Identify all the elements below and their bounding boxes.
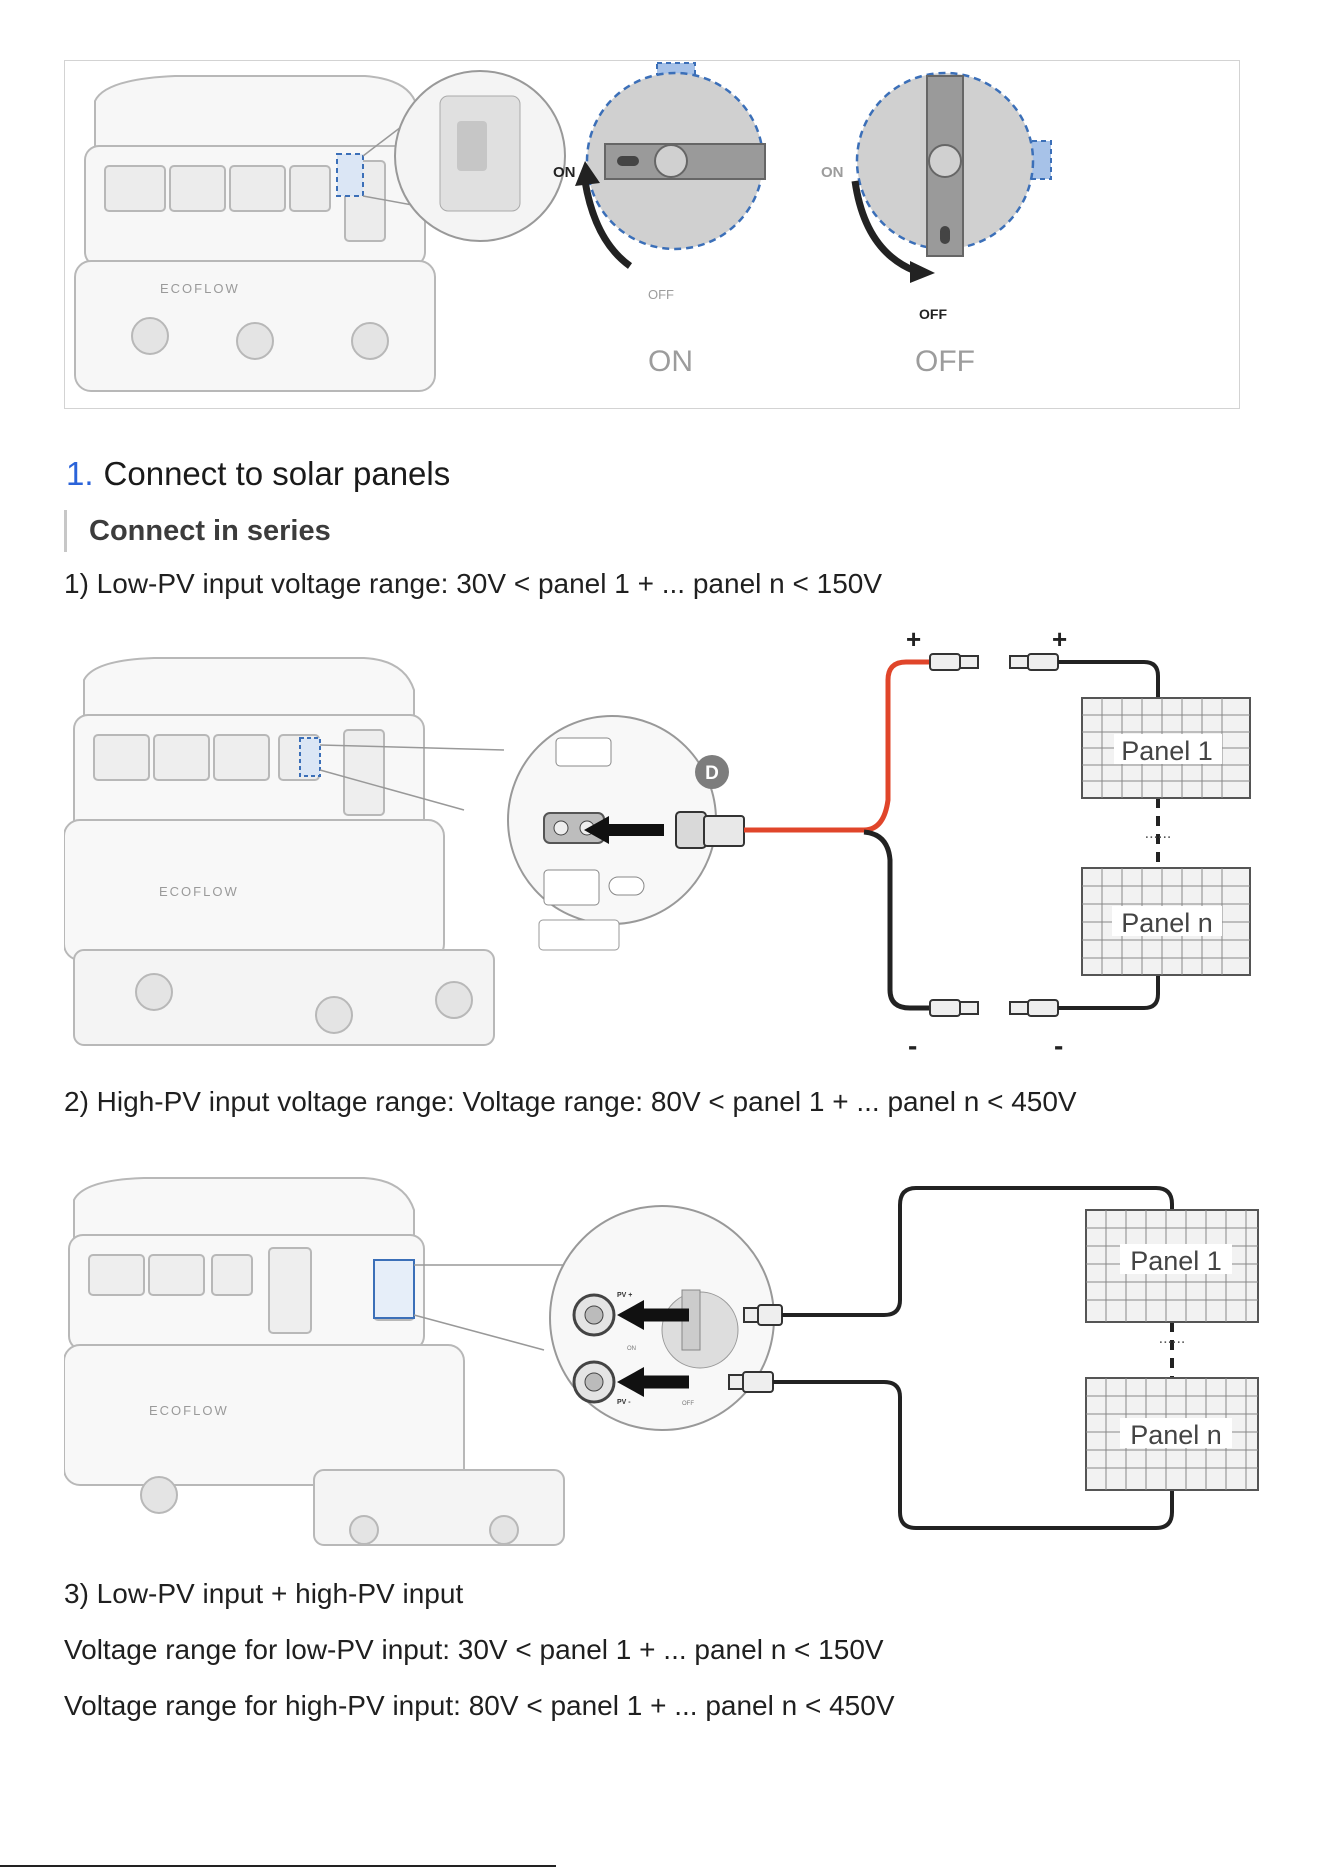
plus-right: + xyxy=(1052,624,1067,654)
mc4-connectors xyxy=(728,1304,783,1393)
step3-line2: Voltage range for high-PV input: 80V < p… xyxy=(64,1690,895,1721)
mc4-connector-bottom xyxy=(929,999,1059,1017)
dial-on-on-label: ON xyxy=(553,164,576,181)
solar-panel-n xyxy=(1081,867,1251,976)
step3-title: 3) Low-PV input + high-PV input xyxy=(64,1578,464,1609)
step2-diagram: ECOFLOW PV + PV - ON OFF xyxy=(64,1160,1264,1550)
panel-dots: ...... xyxy=(1159,1330,1186,1347)
pv-minus-label: PV - xyxy=(617,1399,631,1406)
power-station-device xyxy=(64,657,495,1046)
minus-right: - xyxy=(1054,1030,1063,1060)
footer-rule xyxy=(0,1865,556,1867)
dial-off-on-label: ON xyxy=(821,164,844,181)
high-pv-wiring-diagram: ECOFLOW PV + PV - ON OFF xyxy=(64,1177,1259,1546)
switch-illustration-box: ECOFLOW ON OFF ON xyxy=(64,60,1240,409)
step2-text: 2) High-PV input voltage range: Voltage … xyxy=(64,1086,1077,1117)
power-station-device xyxy=(74,75,436,392)
switch-illustration: ECOFLOW ON OFF ON xyxy=(74,62,1052,392)
zoom-detail-circle xyxy=(394,70,566,242)
step3-line1: Voltage range for low-PV input: 30V < pa… xyxy=(64,1634,884,1665)
connector-marker: D xyxy=(705,763,719,784)
dial-off-caption: OFF xyxy=(915,345,975,378)
dial-on-illustration xyxy=(575,62,766,269)
dial-off-illustration xyxy=(851,71,1052,283)
panel-dots: ...... xyxy=(1145,825,1172,842)
dial-on-caption: ON xyxy=(648,345,693,378)
solar-panel-n xyxy=(1085,1377,1259,1491)
step1-text: 1) Low-PV input voltage range: 30V < pan… xyxy=(64,568,883,599)
switch-on-label: ON xyxy=(627,1346,636,1352)
low-pv-wiring-diagram: ECOFLOW D xyxy=(64,624,1251,1060)
panel-1-label: Panel 1 xyxy=(1130,1246,1222,1276)
step1-diagram: ECOFLOW D xyxy=(64,620,1264,1060)
section-heading: 1.Connect to solar panels xyxy=(66,455,450,493)
minus-left: - xyxy=(908,1030,917,1060)
dial-off-off-label: OFF xyxy=(919,306,947,322)
plus-left: + xyxy=(906,624,921,654)
solar-panel-1 xyxy=(1081,697,1251,799)
panel-1-label: Panel 1 xyxy=(1121,736,1213,766)
solar-panel-1 xyxy=(1085,1209,1259,1323)
mc4-connector-top xyxy=(929,653,1059,671)
section-number: 1. xyxy=(66,455,94,492)
section-subtitle: Connect in series xyxy=(64,510,331,552)
panel-n-label: Panel n xyxy=(1130,1420,1222,1450)
power-station-device xyxy=(64,1177,565,1546)
zoom-detail-circle xyxy=(507,715,717,951)
positive-wire xyxy=(744,659,930,833)
brand-logo: ECOFLOW xyxy=(160,281,240,296)
panel-n-label: Panel n xyxy=(1121,908,1213,938)
negative-wire xyxy=(863,829,930,1011)
switch-off-label: OFF xyxy=(682,1401,694,1407)
brand-logo: ECOFLOW xyxy=(159,884,239,899)
section-title: Connect to solar panels xyxy=(103,455,451,492)
brand-logo: ECOFLOW xyxy=(149,1403,229,1418)
pv-plus-label: PV + xyxy=(617,1292,632,1299)
zoom-detail-circle xyxy=(549,1205,775,1431)
dial-on-off-label: OFF xyxy=(648,287,674,302)
